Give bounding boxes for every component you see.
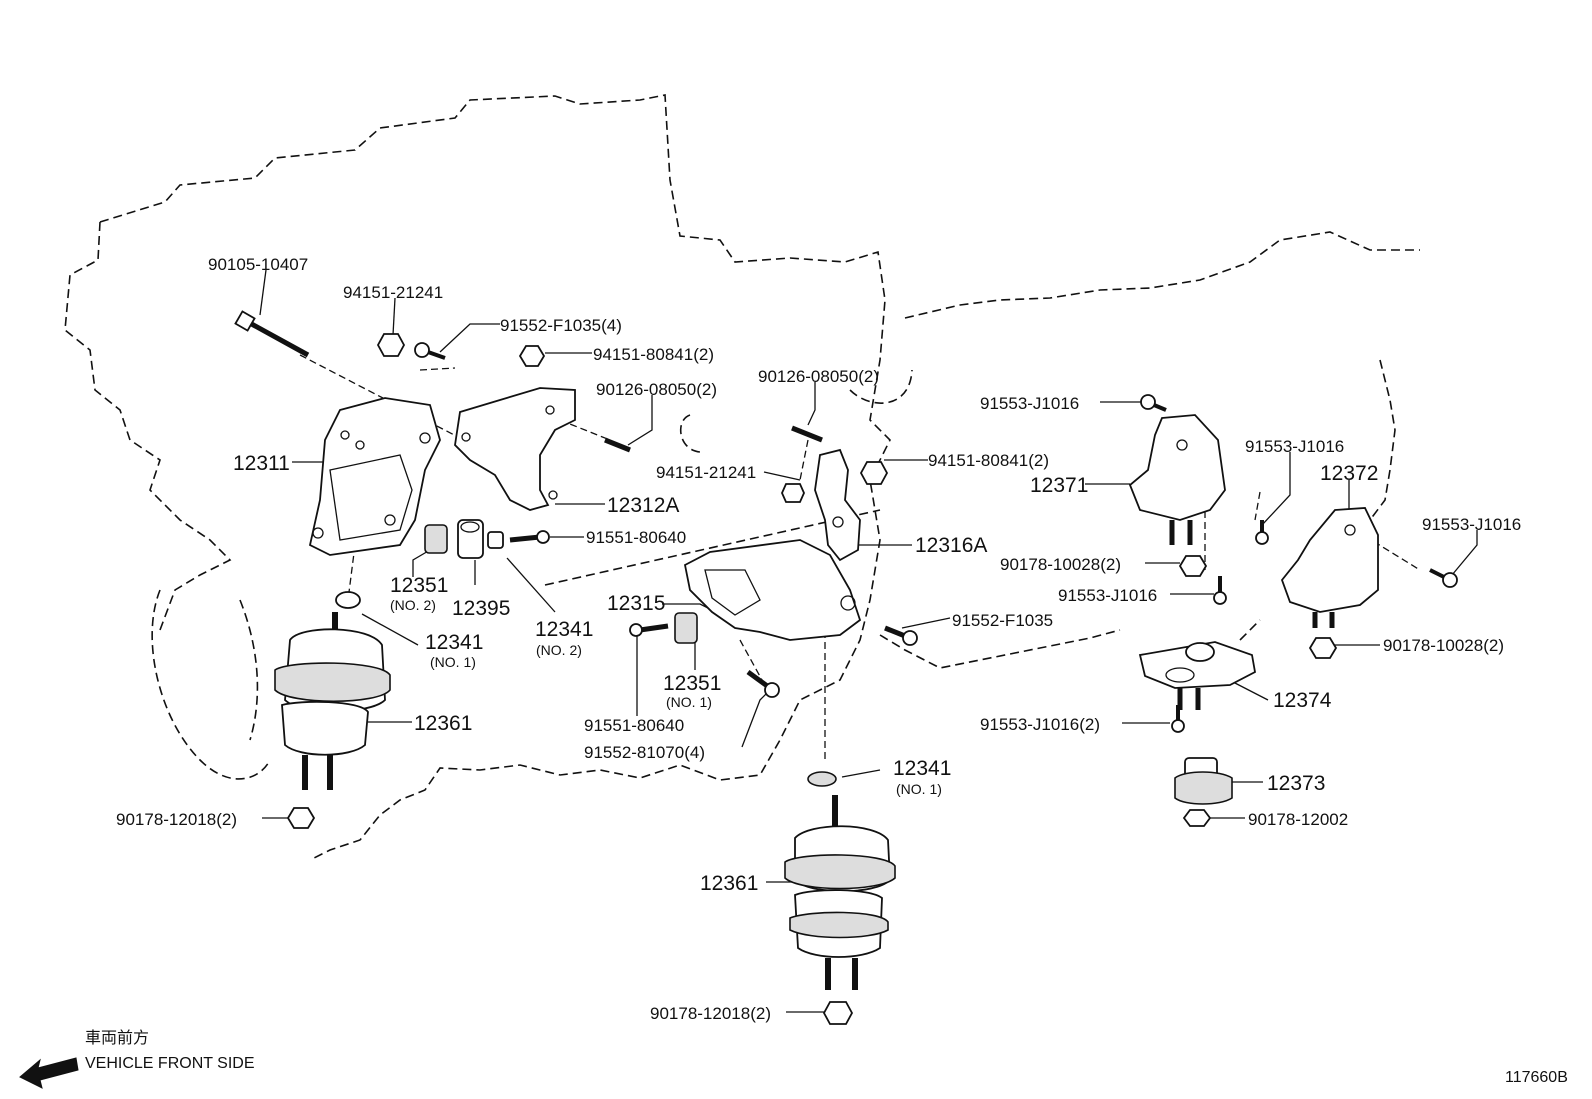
label-12341-no2-sub: (NO. 2): [536, 642, 582, 658]
front-label-en: VEHICLE FRONT SIDE: [85, 1055, 255, 1072]
label-91552-F1035: 91552-F1035: [952, 611, 1053, 630]
label-12341-no2: 12341: [535, 618, 593, 641]
front-label-jp: 車両前方: [85, 1029, 149, 1047]
label-90126-08050-2-right: 90126-08050(2): [758, 367, 879, 386]
label-12351-no2: 12351: [390, 574, 448, 597]
bolt-91553-J1016-mid: [1213, 576, 1227, 605]
label-12316a: 12316A: [915, 534, 987, 557]
label-12373: 12373: [1267, 772, 1325, 795]
part-labels: 90105-10407 94151-21241 91552-F1035(4) 9…: [116, 255, 1521, 1023]
bolt-91553-J1016-right-b: [1429, 568, 1458, 588]
stopper-12341-no2: [487, 531, 504, 549]
label-12341-no1-center-sub: (NO. 1): [896, 781, 942, 797]
label-94151-80841-2-left: 94151-80841(2): [593, 345, 714, 364]
label-12372: 12372: [1320, 462, 1378, 485]
label-91552-F1035-4: 91552-F1035(4): [500, 316, 622, 335]
engine-mount-bracket-12315: [683, 539, 862, 641]
label-12374: 12374: [1273, 689, 1332, 712]
label-90105-10407: 90105-10407: [208, 255, 308, 274]
label-90178-10028-2-left: 90178-10028(2): [1000, 555, 1121, 574]
label-90178-12002: 90178-12002: [1248, 810, 1348, 829]
label-12341-no1-center: 12341: [893, 757, 951, 780]
stopper-12341-no1-center: [807, 771, 837, 787]
engine-phantom-outline: [64, 94, 913, 861]
stopper-12341-no1-left: [335, 591, 361, 609]
label-90126-08050-2-left: 90126-08050(2): [596, 380, 717, 399]
bolt-91552-81070: [746, 669, 780, 698]
collar-12395: [457, 519, 484, 559]
bolt-91552-F1035-center: [884, 625, 918, 646]
bolt-91552-F1035: [414, 342, 446, 360]
label-94151-80841-2-right: 94151-80841(2): [928, 451, 1049, 470]
diagram-code: 117660B: [1505, 1069, 1568, 1086]
label-12312a: 12312A: [607, 494, 679, 517]
label-91553-J1016-top: 91553-J1016: [980, 394, 1079, 413]
label-91553-J1016-2: 91553-J1016(2): [980, 715, 1100, 734]
nut-90178-12018-left: [286, 807, 316, 829]
nut-94151-21241: [376, 333, 406, 357]
label-12351-no2-sub: (NO. 2): [390, 597, 436, 613]
front-arrow-icon: [19, 1057, 79, 1089]
rear-mount-12371: [1128, 414, 1226, 545]
bolt-91553-J1016-lower: [1171, 705, 1185, 733]
label-91552-81070-4: 91552-81070(4): [584, 743, 705, 762]
label-12315: 12315: [607, 592, 665, 615]
stud-90126-08050-left: [604, 437, 631, 453]
label-12351-no1: 12351: [663, 672, 721, 695]
vehicle-front-indicator: 車両前方 VEHICLE FRONT SIDE: [19, 1029, 255, 1089]
label-12351-no1-sub: (NO. 1): [666, 694, 712, 710]
support-plate-12374: [1138, 641, 1257, 710]
bushing-12351-no2: [424, 524, 448, 554]
bolt-91551-80640-upper: [509, 530, 550, 544]
label-91553-J1016-mid-right: 91553-J1016: [1245, 437, 1344, 456]
stud-90126-08050-right: [791, 425, 823, 443]
label-91553-J1016-center: 91553-J1016: [1058, 586, 1157, 605]
nut-90178-10028-left: [1178, 555, 1208, 577]
label-94151-21241-center: 94151-21241: [656, 463, 756, 482]
label-90178-12018-2-center: 90178-12018(2): [650, 1004, 771, 1023]
bolt-91551-80640-lower: [629, 623, 669, 637]
label-91551-80640-upper: 91551-80640: [586, 528, 686, 547]
label-90178-10028-2-right: 90178-10028(2): [1383, 636, 1504, 655]
bolt-91553-J1016-top: [1140, 394, 1167, 412]
label-12361-left: 12361: [414, 712, 472, 735]
long-bolt-90105-10407: [234, 310, 310, 358]
label-94151-21241-top: 94151-21241: [343, 283, 443, 302]
bolt-91553-J1016-right-a: [1255, 520, 1269, 545]
nut-94151-80841-right: [859, 461, 889, 485]
engine-mount-insulator-12361-center: [784, 795, 896, 990]
label-12371: 12371: [1030, 474, 1088, 497]
engine-mount-insulator-12361-left: [274, 612, 391, 790]
engine-mount-bracket-12311: [308, 397, 441, 556]
nut-94151-21241-center: [781, 483, 805, 503]
label-91551-80640-lower: 91551-80640: [584, 716, 684, 735]
bushing-12351-no1: [674, 612, 698, 644]
bracket-12316a: [814, 448, 861, 562]
rubber-cushion-12373: [1174, 757, 1233, 805]
heat-insulator-12312a: [454, 387, 576, 511]
rear-mount-12372: [1280, 507, 1379, 628]
label-90178-12018-2-left: 90178-12018(2): [116, 810, 237, 829]
nut-90178-12018-center: [822, 1001, 854, 1025]
nut-90178-12002: [1182, 809, 1212, 827]
nut-90178-10028-right: [1308, 637, 1338, 659]
nut-94151-80841-left: [518, 345, 546, 367]
label-12395: 12395: [452, 597, 510, 620]
label-12361-center: 12361: [700, 872, 758, 895]
label-91553-J1016-far-right: 91553-J1016: [1422, 515, 1521, 534]
label-12341-no1-left: 12341: [425, 631, 483, 654]
label-12341-no1-left-sub: (NO. 1): [430, 654, 476, 670]
label-12311: 12311: [233, 452, 290, 475]
transmission-phantom-outline: [544, 231, 1420, 669]
